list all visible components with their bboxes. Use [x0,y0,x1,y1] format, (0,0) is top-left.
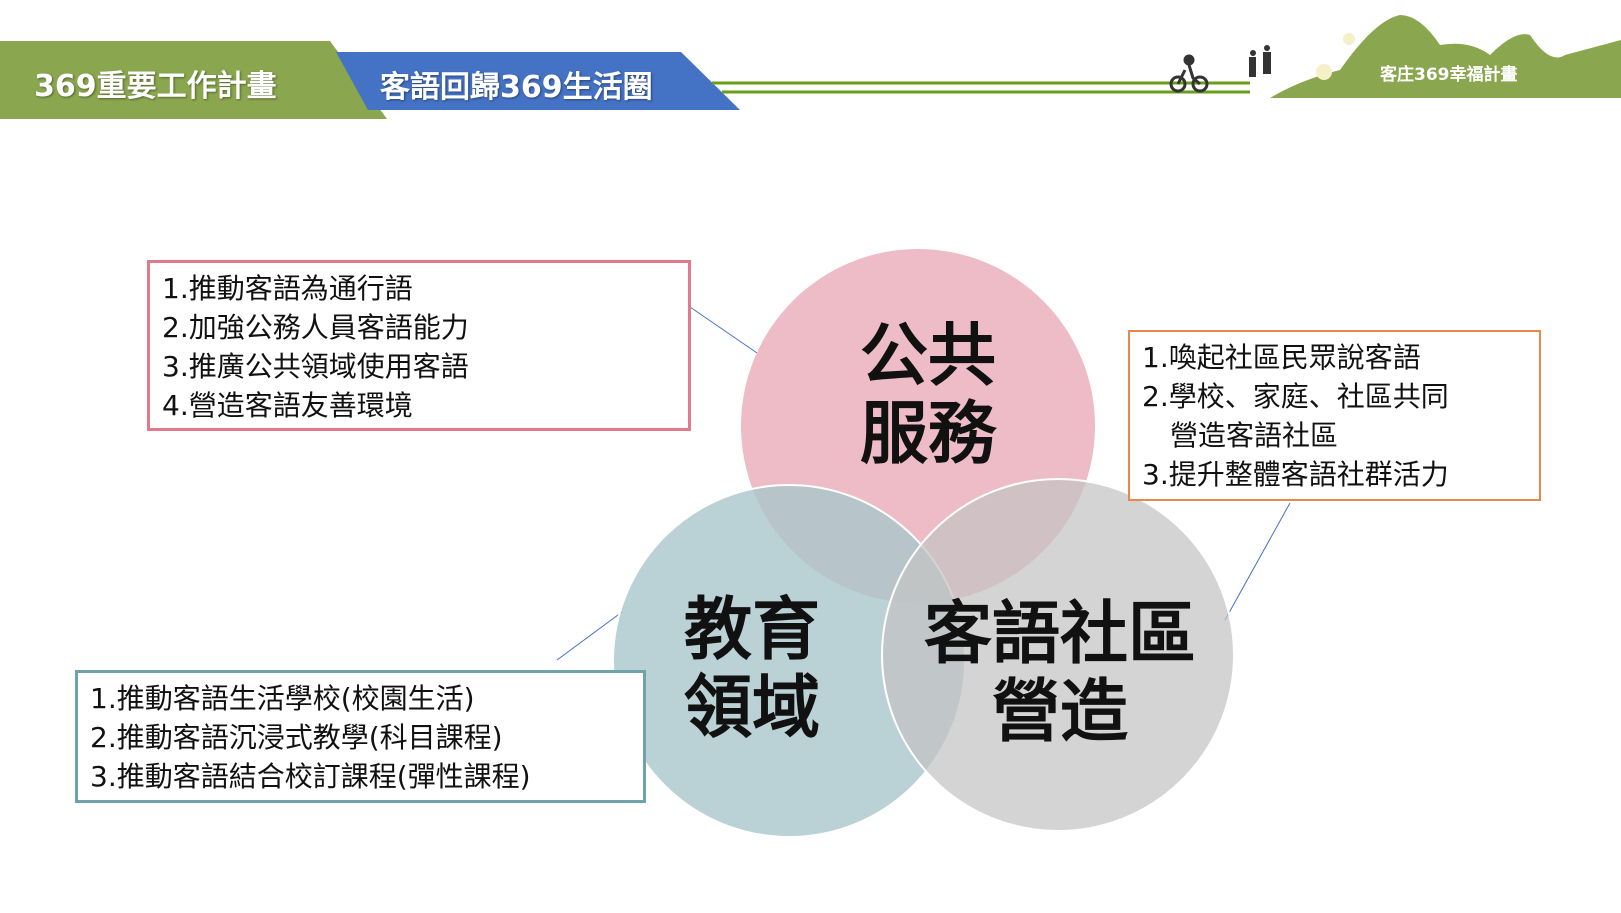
section-tab-main-label: 369重要工作計畫 [34,69,277,104]
list-item: 3.推廣公共領域使用客語 [162,350,469,383]
venn-label-line: 教育 [683,591,820,670]
venn-circle-community [881,478,1235,832]
community-box: 1.喚起社區民眾說客語 2.學校、家庭、社區共同 營造客語社區 3.提升整體客語… [1128,330,1541,501]
list-item: 3.提升整體客語社群活力 [1142,458,1449,491]
section-tab-sub-label: 客語回歸369生活圈 [380,70,653,105]
list-item: 4.營造客語友善環境 [162,389,413,422]
logo-text: 客庄369幸福計畫 [1379,64,1518,85]
venn-label-line: 營造 [991,673,1128,752]
flower-icon [1316,33,1355,80]
venn-label-line: 客語社區 [923,595,1196,674]
list-item: 1.推動客語為通行語 [162,272,413,305]
list-item: 營造客語社區 [1142,419,1339,452]
venn-label-public-service: 公共 服務 [848,318,1008,474]
venn-label-education: 教育 領域 [672,592,832,748]
cyclist-icon [1169,54,1209,93]
venn-label-line: 領域 [683,669,820,748]
connector-community [1224,502,1291,621]
list-item: 1.喚起社區民眾說客語 [1142,341,1421,374]
mountain-logo [1270,15,1621,98]
list-item: 1.推動客語生活學校(校園生活) [90,682,475,715]
venn-label-community: 客語社區 營造 [910,596,1210,752]
list-item: 2.學校、家庭、社區共同 [1142,380,1449,413]
list-item: 3.推動客語結合校訂課程(彈性課程) [90,760,531,793]
list-item: 2.加強公務人員客語能力 [162,311,469,344]
list-item: 2.推動客語沉浸式教學(科目課程) [90,721,503,754]
section-tab-main: 369重要工作計畫 [0,41,387,119]
section-tab-sub: 客語回歸369生活圈 [336,52,740,110]
venn-label-line: 服務 [859,395,996,474]
education-box: 1.推動客語生活學校(校園生活) 2.推動客語沉浸式教學(科目課程) 3.推動客… [75,670,646,803]
connector-education [556,611,623,661]
connector-public [689,306,761,356]
hikers-icon [1249,45,1271,77]
public-service-box: 1.推動客語為通行語 2.加強公務人員客語能力 3.推廣公共領域使用客語 4.營… [147,260,691,431]
venn-label-line: 公共 [859,317,996,396]
